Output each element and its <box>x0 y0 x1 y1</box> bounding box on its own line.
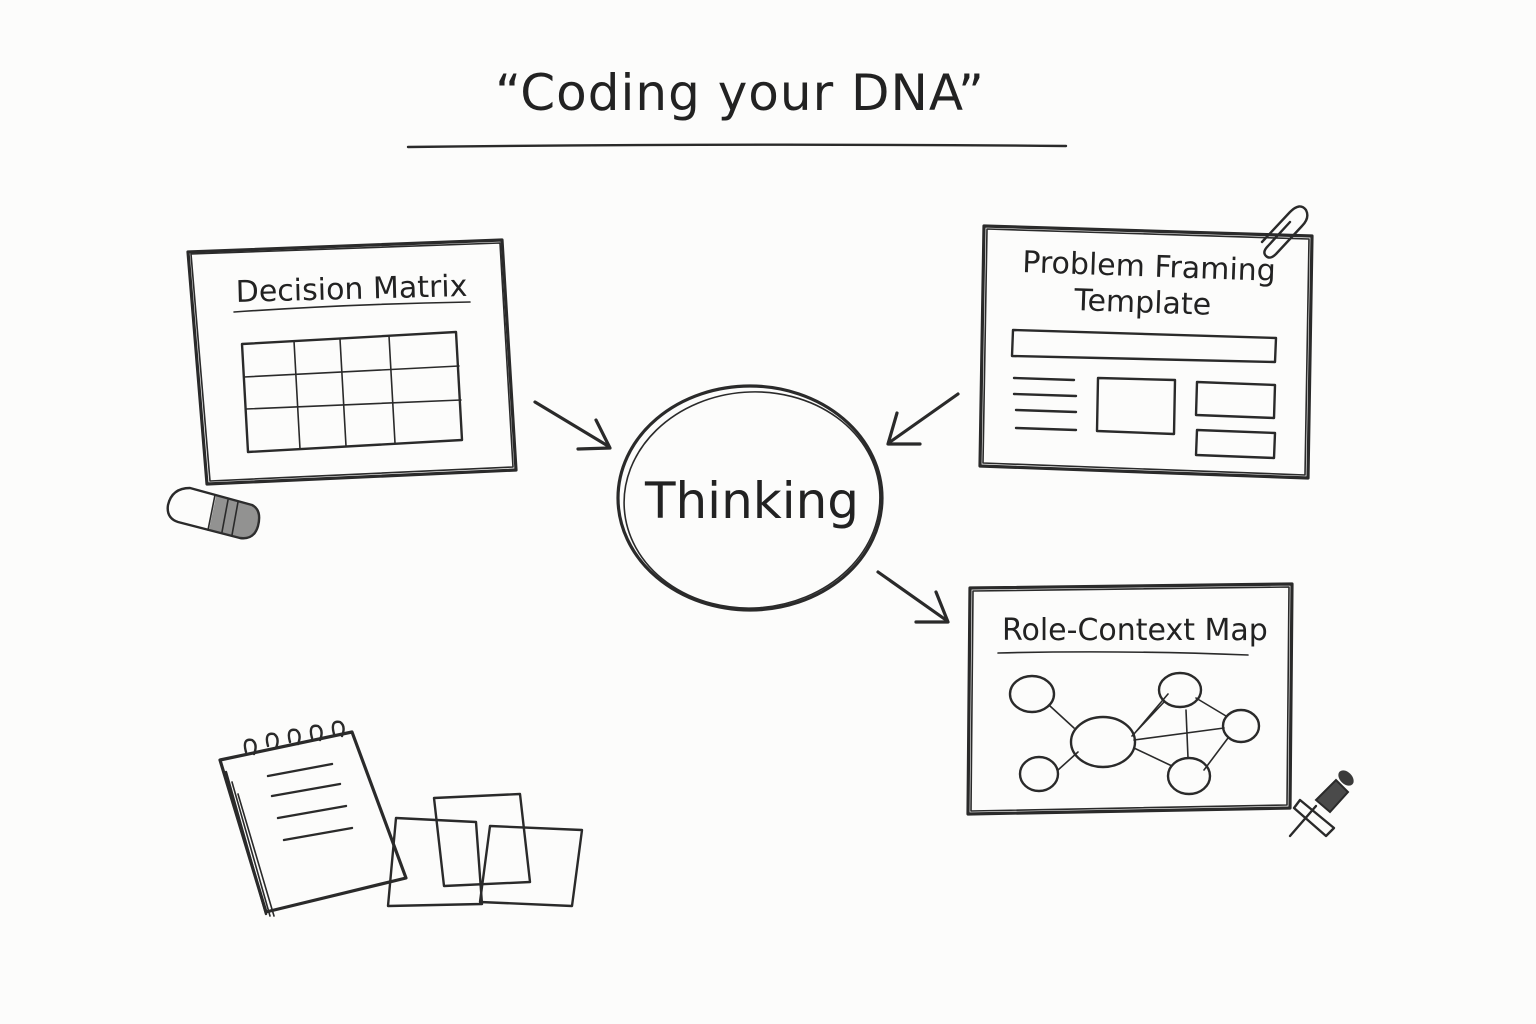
spiral-notepad-icon <box>218 720 408 917</box>
diagram-title: “Coding your DNA” <box>495 64 985 122</box>
thinking-node: Thinking <box>616 384 884 612</box>
problem-framing-frame <box>978 224 1314 480</box>
arrow-framing-to-thinking <box>886 392 960 446</box>
thinking-label: Thinking <box>644 472 859 530</box>
decision-matrix-underline <box>233 301 471 313</box>
problem-framing-label-line2: Template <box>1073 283 1212 323</box>
sticky-notes-icon <box>386 792 584 908</box>
eraser-icon <box>166 486 261 540</box>
role-context-underline <box>997 651 1249 656</box>
problem-framing-label-line1: Problem Framing <box>1022 245 1277 289</box>
role-context-frame <box>966 582 1294 816</box>
role-context-card: Role-Context Map <box>966 582 1294 816</box>
matrix-grid-icon <box>240 330 464 454</box>
title-underline <box>406 143 1068 149</box>
decision-matrix-label: Decision Matrix <box>235 269 468 310</box>
decision-matrix-frame <box>186 238 518 486</box>
decision-matrix-card: Decision Matrix <box>186 238 518 486</box>
role-context-label: Role-Context Map <box>1002 613 1268 648</box>
thinking-circle <box>616 384 884 612</box>
network-graph-icon <box>1008 671 1261 796</box>
paperclip-icon <box>1260 205 1309 259</box>
pushpin-icon <box>1288 770 1354 838</box>
template-layout-icon <box>1010 328 1278 460</box>
problem-framing-card: Problem Framing Template <box>978 224 1314 480</box>
arrow-thinking-to-rolecontext <box>876 570 950 624</box>
arrow-decision-to-thinking <box>533 400 612 451</box>
